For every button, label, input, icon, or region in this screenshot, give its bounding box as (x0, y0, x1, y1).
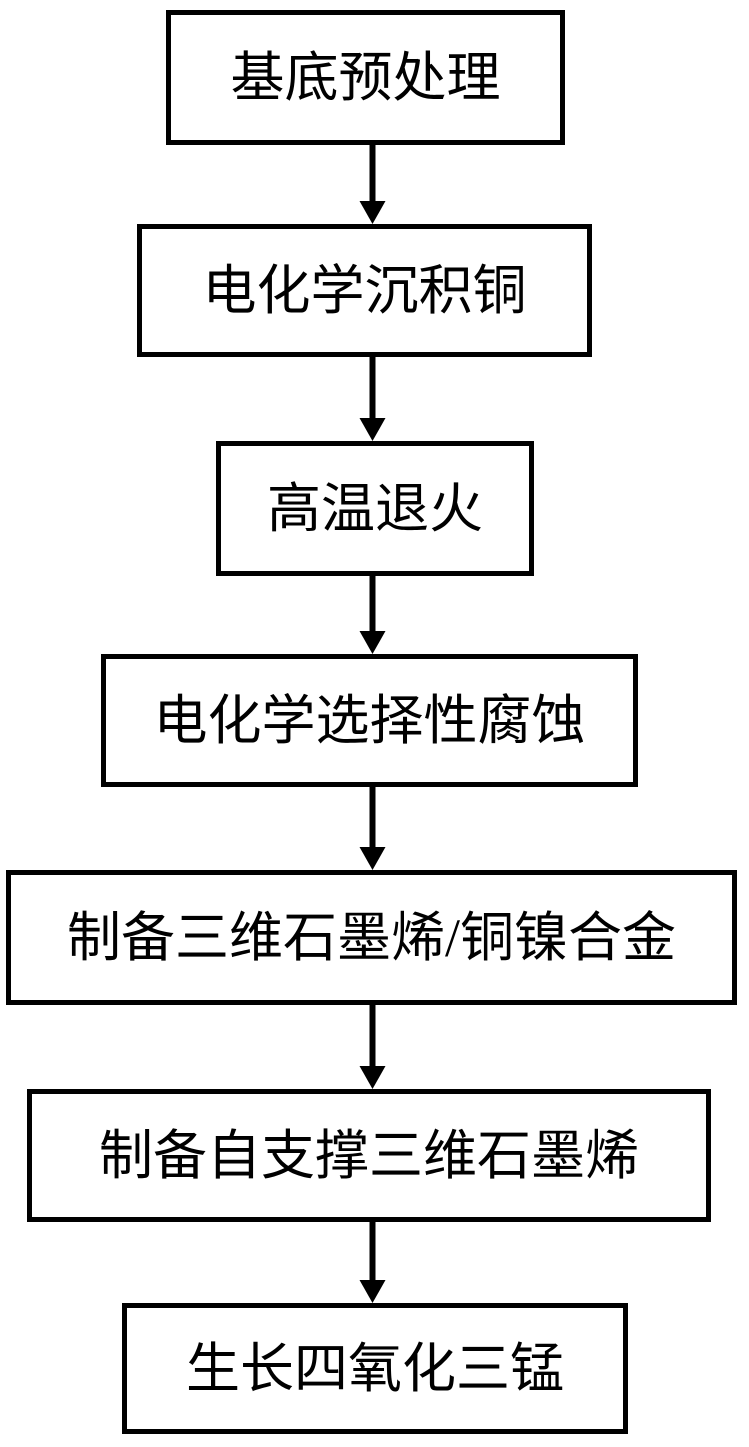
arrow-down-icon-6 (359, 1222, 386, 1303)
arrow-down-icon-1 (359, 145, 386, 224)
flow-node-label: 基底预处理 (230, 47, 501, 108)
flow-node-electrochemical-copper-deposition[interactable]: 电化学沉积铜 (137, 224, 592, 357)
flow-node-label: 电化学选择性腐蚀 (153, 690, 586, 751)
arrow-down-icon-4 (359, 787, 386, 870)
flow-node-electrochemical-selective-etching[interactable]: 电化学选择性腐蚀 (101, 654, 638, 787)
flow-node-label: 电化学沉积铜 (202, 260, 527, 321)
flow-node-label: 高温退火 (267, 478, 483, 539)
flow-node-prepare-freestanding-3d-graphene[interactable]: 制备自支撑三维石墨烯 (27, 1089, 711, 1222)
flow-node-label: 生长四氧化三锰 (186, 1338, 564, 1399)
flow-node-label: 制备自支撑三维石墨烯 (99, 1125, 639, 1186)
flow-node-prepare-3d-graphene-cu-ni-alloy[interactable]: 制备三维石墨烯/铜镍合金 (6, 870, 737, 1005)
flow-node-substrate-pretreatment[interactable]: 基底预处理 (166, 10, 565, 145)
flow-node-label: 制备三维石墨烯/铜镍合金 (66, 907, 676, 968)
flow-node-high-temperature-annealing[interactable]: 高温退火 (216, 441, 534, 576)
arrow-down-icon-5 (359, 1005, 386, 1089)
flow-node-grow-mn3o4[interactable]: 生长四氧化三锰 (122, 1303, 628, 1434)
arrow-down-icon-3 (359, 576, 386, 654)
arrow-down-icon-2 (359, 357, 386, 441)
